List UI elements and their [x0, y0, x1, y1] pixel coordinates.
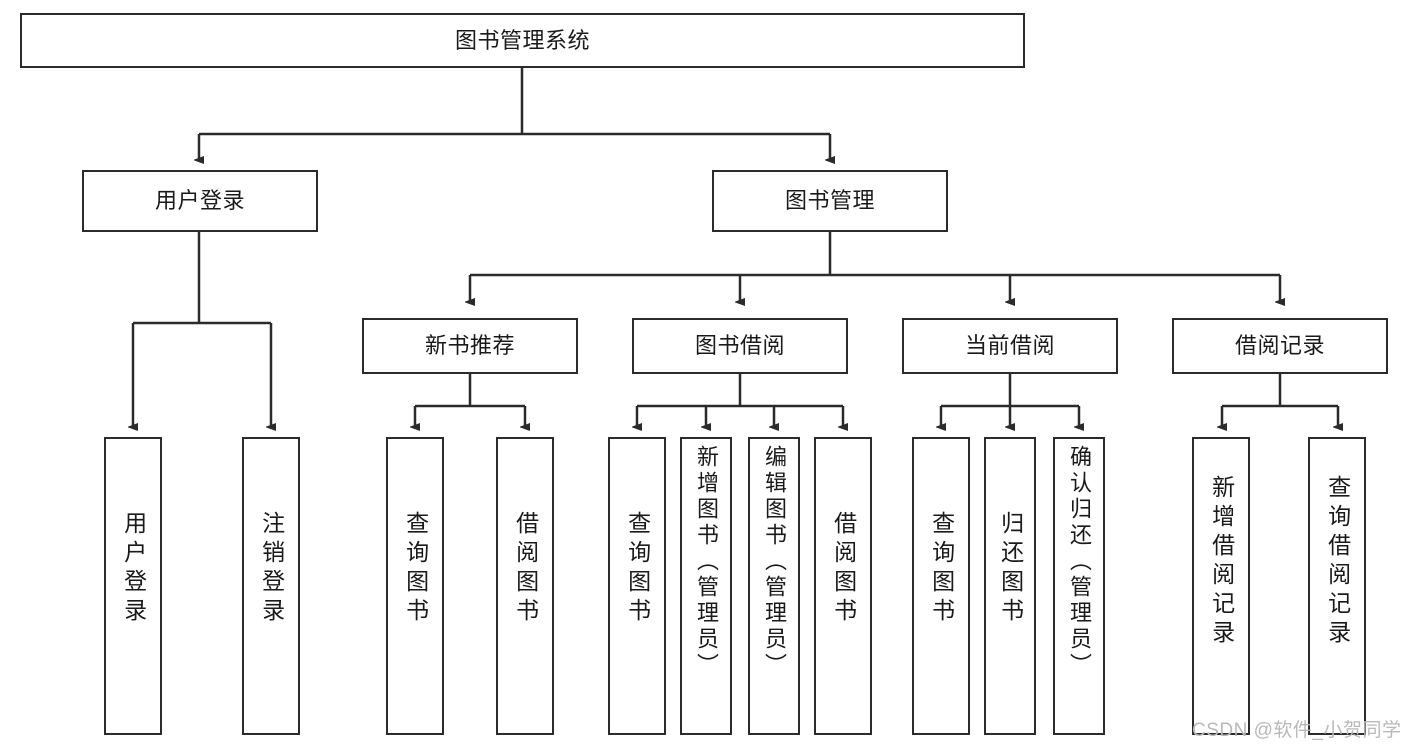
leaf-user-login-label: 用户登录 [120, 511, 147, 627]
leaf-edit-book-admin[interactable]: 编辑图书（管理员） [748, 437, 800, 735]
leaf-borrow-book-borrow-label: 借阅图书 [830, 511, 857, 627]
node-borrow-record-label: 借阅记录 [1234, 333, 1325, 359]
node-book-borrow[interactable]: 图书借阅 [632, 318, 848, 374]
leaf-confirm-return-admin[interactable]: 确认归还（管理员） [1053, 437, 1105, 735]
leaf-borrow-book-recommend[interactable]: 借阅图书 [496, 437, 554, 735]
node-book-management[interactable]: 图书管理 [712, 170, 948, 232]
node-root[interactable]: 图书管理系统 [20, 13, 1025, 68]
node-user-login-label: 用户登录 [154, 188, 245, 214]
leaf-return-book[interactable]: 归还图书 [984, 437, 1036, 735]
leaf-user-login[interactable]: 用户登录 [104, 437, 162, 735]
leaf-borrow-book-borrow[interactable]: 借阅图书 [814, 437, 872, 735]
leaf-logout-label: 注销登录 [258, 511, 285, 627]
leaf-query-book-current[interactable]: 查询图书 [912, 437, 970, 735]
node-root-label: 图书管理系统 [454, 27, 590, 53]
leaf-add-book-admin[interactable]: 新增图书（管理员） [680, 437, 732, 735]
leaf-confirm-return-admin-label: 确认归还（管理员） [1066, 445, 1092, 679]
node-borrow-record[interactable]: 借阅记录 [1172, 318, 1388, 374]
node-current-borrow[interactable]: 当前借阅 [902, 318, 1118, 374]
node-book-management-label: 图书管理 [784, 188, 875, 214]
node-new-book-recommend[interactable]: 新书推荐 [362, 318, 578, 374]
node-new-book-recommend-label: 新书推荐 [424, 333, 515, 359]
leaf-query-book-borrow-label: 查询图书 [624, 511, 651, 627]
node-current-borrow-label: 当前借阅 [964, 333, 1055, 359]
leaf-edit-book-admin-label: 编辑图书（管理员） [761, 445, 787, 679]
leaf-query-borrow-record-label: 查询借阅记录 [1324, 475, 1351, 649]
leaf-add-borrow-record[interactable]: 新增借阅记录 [1192, 437, 1250, 735]
leaf-query-book-recommend-label: 查询图书 [402, 511, 429, 627]
leaf-query-book-borrow[interactable]: 查询图书 [608, 437, 666, 735]
leaf-return-book-label: 归还图书 [997, 511, 1024, 627]
leaf-borrow-book-recommend-label: 借阅图书 [512, 511, 539, 627]
leaf-logout[interactable]: 注销登录 [242, 437, 300, 735]
leaf-query-book-recommend[interactable]: 查询图书 [386, 437, 444, 735]
node-book-borrow-label: 图书借阅 [694, 333, 785, 359]
leaf-query-book-current-label: 查询图书 [928, 511, 955, 627]
leaf-query-borrow-record[interactable]: 查询借阅记录 [1308, 437, 1366, 735]
node-user-login[interactable]: 用户登录 [82, 170, 318, 232]
leaf-add-borrow-record-label: 新增借阅记录 [1208, 475, 1235, 649]
leaf-add-book-admin-label: 新增图书（管理员） [693, 445, 719, 679]
